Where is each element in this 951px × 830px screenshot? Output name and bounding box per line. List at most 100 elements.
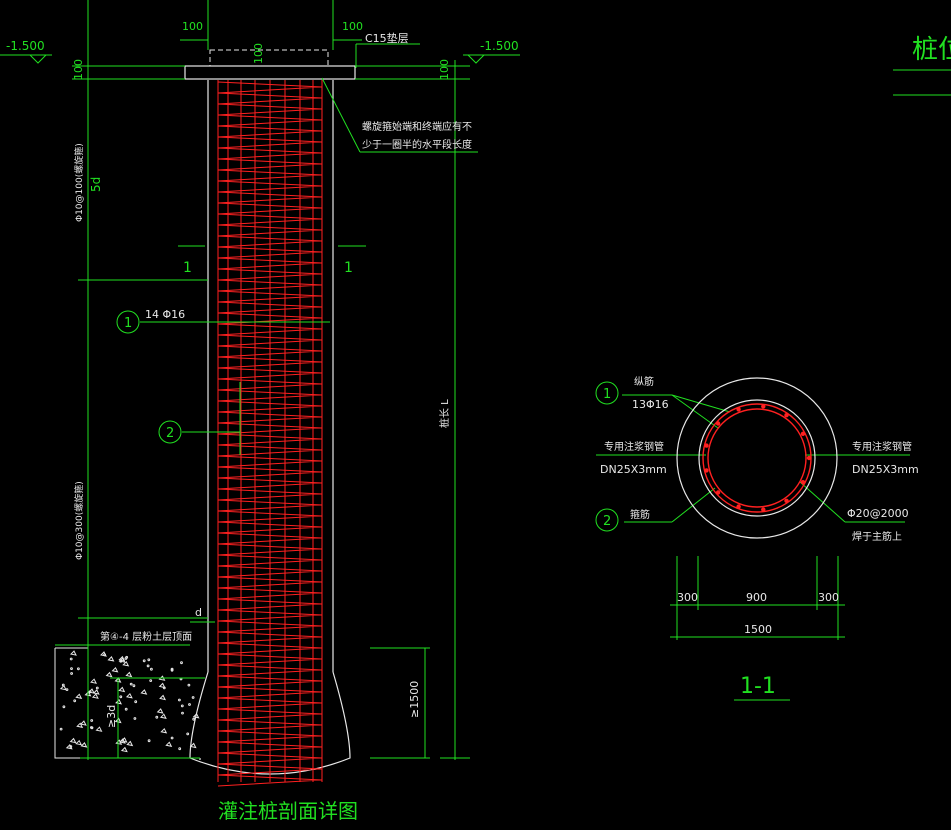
- soil-grain: [75, 739, 83, 746]
- left-upper-stirrup: Φ10@100(螺旋箍): [73, 143, 85, 222]
- section-mark-right: 1: [344, 260, 353, 276]
- soil-dot: [124, 707, 128, 711]
- section-callout-2-number: 2: [603, 514, 611, 529]
- soil-grain: [76, 722, 84, 728]
- soil-grain: [159, 694, 167, 701]
- soil-dot: [77, 667, 80, 671]
- soil-dot: [181, 711, 184, 715]
- soil-grain: [91, 693, 99, 699]
- soil-grain: [165, 741, 173, 747]
- soil-dot: [180, 704, 184, 708]
- soil-grain: [125, 692, 133, 699]
- soil-grain: [160, 727, 168, 734]
- soil-dot: [178, 698, 181, 702]
- section-rebar-dot: [800, 480, 806, 485]
- section-long-bar-name: 纵筋: [634, 375, 654, 388]
- section-long-bar-spec: 13Φ16: [632, 398, 669, 411]
- soil-grain: [118, 655, 126, 662]
- ge-1500: ≥1500: [408, 681, 421, 718]
- spiral-note-line1: 螺旋箍始端和终端应有不: [362, 120, 472, 133]
- soil-grain: [80, 742, 88, 748]
- soil-dot: [191, 696, 195, 699]
- soil-dot: [142, 659, 146, 663]
- soil-dot: [69, 657, 73, 661]
- section-rebar-dot: [704, 443, 709, 448]
- spiral-stirrup: [217, 81, 323, 787]
- soil-dot: [70, 672, 73, 675]
- soil-dot: [65, 688, 69, 691]
- soil-dot: [129, 682, 133, 686]
- elevation-right: -1.500: [480, 39, 519, 53]
- soil-grain: [115, 698, 123, 705]
- section-rebar-dot: [784, 498, 789, 503]
- soil-grain: [69, 737, 77, 744]
- soil-grain: [79, 720, 87, 726]
- ge-3d: ≥3d: [105, 705, 118, 728]
- c15-cushion: [209, 49, 329, 67]
- spiral-note-line2: 少于一圈半的水平段长度: [362, 138, 472, 151]
- section-rebar-dot: [800, 431, 806, 436]
- soil-dot: [192, 717, 196, 721]
- section-dim-right: 300: [818, 591, 839, 604]
- soil-dot: [124, 657, 128, 660]
- section-outer-circle: [676, 377, 838, 539]
- soil-grain: [69, 650, 77, 656]
- soil-grain: [118, 686, 126, 693]
- soil-dot: [187, 683, 191, 687]
- callout-circle-1: [116, 310, 140, 334]
- section-stirrup-name: 箍筋: [630, 508, 650, 521]
- rebar-one-label: 14 Φ16: [145, 308, 185, 321]
- soil-grain: [65, 743, 73, 750]
- soil-grain: [120, 746, 128, 753]
- pile-cap: [184, 65, 356, 80]
- section-rebar-dot: [806, 455, 812, 461]
- section-rebar-dot: [784, 413, 789, 418]
- dim-side-left-100: 100: [72, 59, 85, 80]
- dim-side-right-100: 100: [438, 59, 451, 80]
- section-grout-right-spec: DN25X3mm: [852, 463, 919, 476]
- soil-grain: [159, 713, 167, 719]
- section-title: 1-1: [740, 674, 776, 699]
- title-corner: 桩位: [912, 35, 951, 65]
- elevation-left: -1.500: [6, 39, 45, 53]
- left-5d: 5d: [89, 177, 103, 192]
- soil-grain: [59, 684, 67, 691]
- soil-dot: [134, 700, 138, 704]
- bearing-layer: 第④-4 层粉土层顶面: [100, 630, 192, 643]
- section-grout-left-name: 专用注浆钢管: [604, 440, 664, 453]
- soil-dot: [95, 686, 99, 690]
- left-lower-stirrup: Φ10@300(螺旋箍): [73, 481, 85, 560]
- soil-dot: [103, 653, 106, 657]
- section-inner-circle: [698, 399, 816, 517]
- section-rebar-dot: [715, 490, 721, 495]
- soil-dot: [150, 667, 153, 671]
- callout-1-number: 1: [124, 316, 132, 331]
- soil-dot: [62, 705, 66, 709]
- section-grout-left-spec: DN25X3mm: [600, 463, 667, 476]
- soil-dot: [119, 695, 123, 699]
- soil-grain: [111, 666, 119, 673]
- soil-dot: [133, 717, 137, 720]
- soil-grain: [122, 660, 130, 667]
- soil-dot: [186, 732, 190, 736]
- section-rebar-dot: [761, 404, 766, 409]
- soil-dot: [88, 690, 92, 694]
- soil-dot: [149, 679, 153, 682]
- soil-dot: [188, 703, 191, 706]
- section-ring-spec: Φ20@2000: [847, 507, 909, 520]
- dim-right-100: 100: [342, 20, 363, 33]
- soil-grain: [126, 740, 134, 747]
- section-ring-note: 焊于主筋上: [852, 530, 902, 543]
- soil-grain: [95, 726, 103, 732]
- dimension-lines: [0, 0, 951, 760]
- section-rebar-dots: [704, 404, 812, 512]
- section-dim-total: 1500: [744, 623, 772, 636]
- soil-grain: [118, 738, 126, 744]
- soil-grain: [107, 656, 115, 662]
- soil-grain: [156, 708, 164, 714]
- rebar-cage: [217, 80, 323, 787]
- section-rebar-dot: [715, 421, 721, 426]
- d-mark: d: [195, 606, 202, 619]
- section-callout-circle-2: [595, 508, 619, 532]
- section-dim-mid: 900: [746, 591, 767, 604]
